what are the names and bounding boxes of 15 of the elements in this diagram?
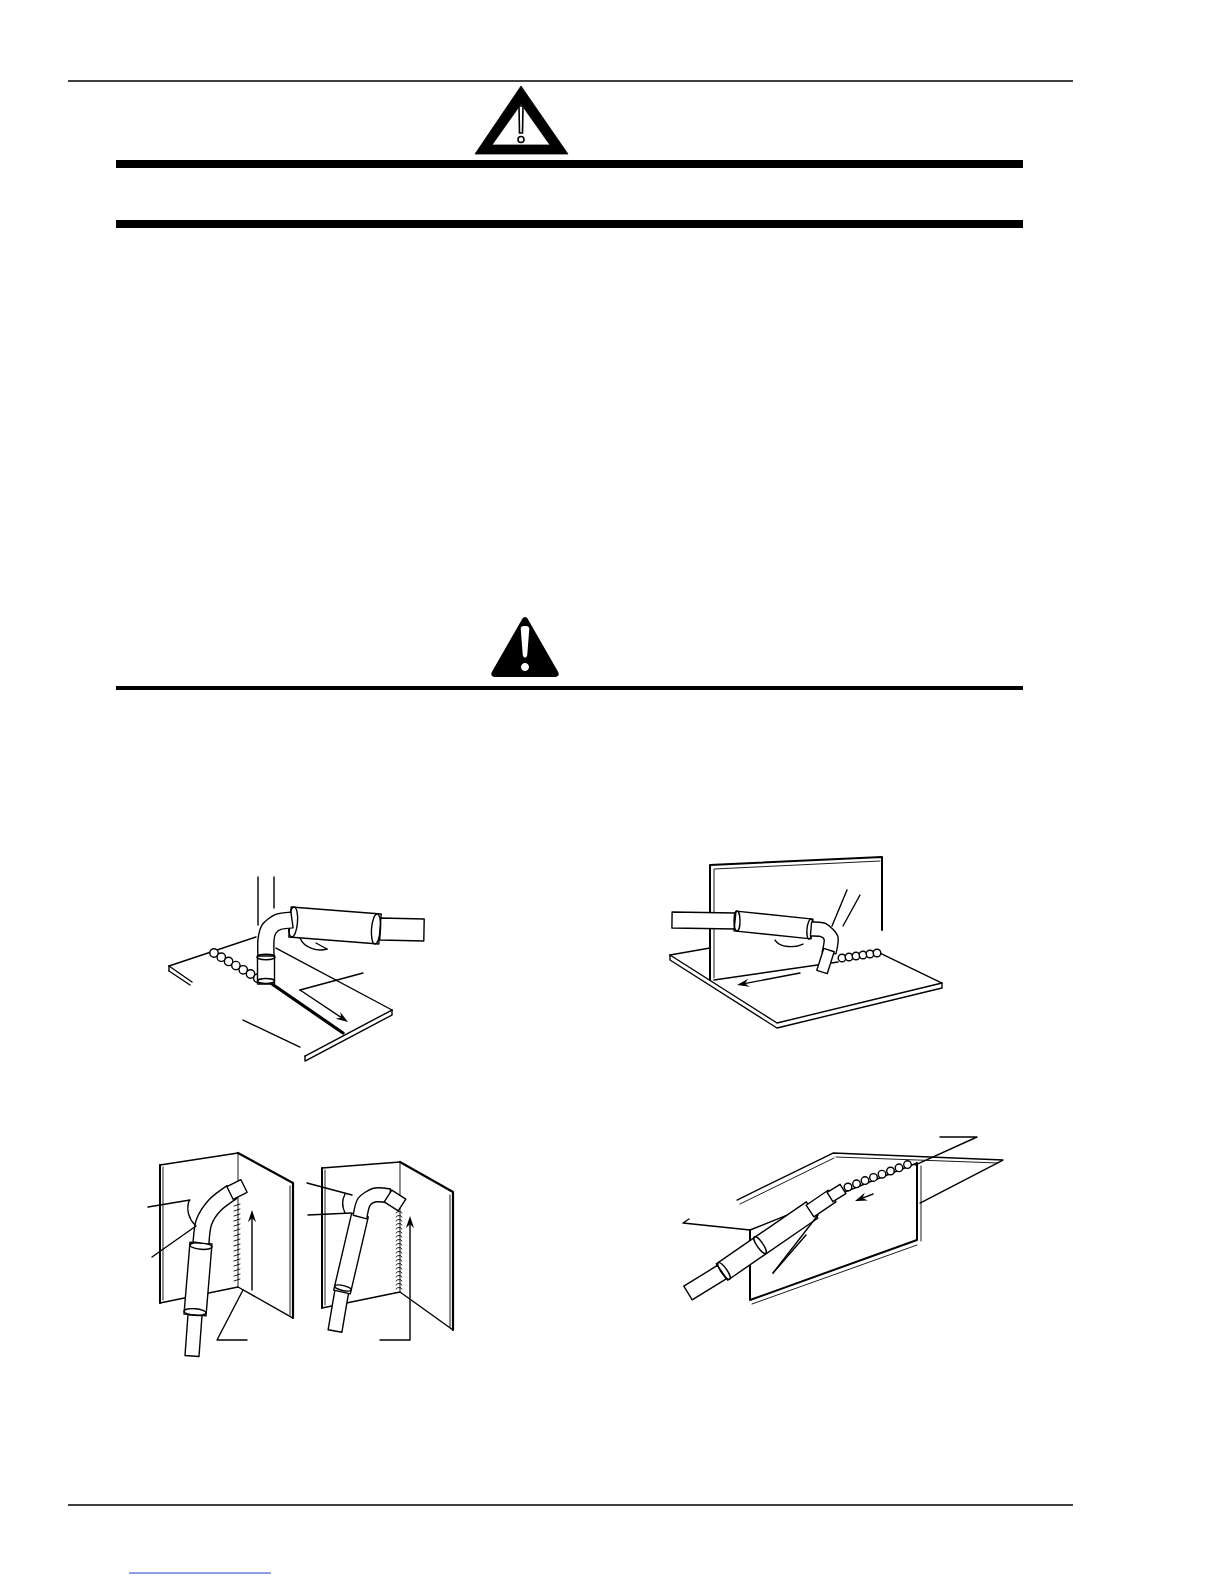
leader-line [147, 1199, 191, 1208]
welding-drawing [159, 1151, 455, 1358]
welding-drawing [168, 906, 425, 1062]
leader-line [306, 1182, 353, 1196]
leader-line [307, 1212, 352, 1216]
leader-line [772, 1214, 819, 1274]
leader-line [842, 894, 861, 927]
leader-line [682, 1218, 751, 1231]
leader-line [831, 889, 848, 927]
leader-line [299, 972, 364, 991]
leader-line [914, 1136, 978, 1166]
welding-drawing [669, 856, 943, 1029]
leader-line [151, 1225, 197, 1258]
welding-drawing [683, 1152, 1004, 1305]
leader-line [216, 1289, 248, 1341]
